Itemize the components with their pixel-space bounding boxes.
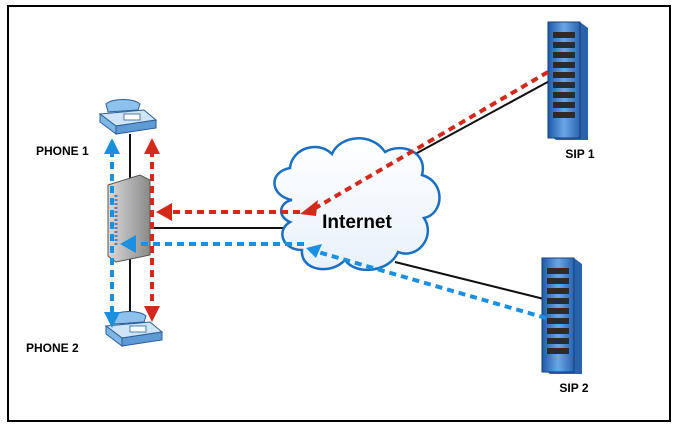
cloud-icon (273, 137, 441, 272)
red-arrowhead-up (144, 138, 160, 154)
red-arrowhead-down (144, 306, 160, 322)
blue-arrowhead-internet (306, 244, 322, 258)
red-arrowhead-internet (300, 200, 318, 216)
red-arrowhead-device (156, 203, 172, 221)
phone1-label: PHONE 1 (36, 144, 89, 158)
internet-sip2-line (394, 261, 549, 301)
blue-call-path (110, 150, 547, 320)
blue-arrowhead-device (120, 235, 136, 253)
blue-arrowheads (104, 138, 322, 328)
blue-sip2-internet-line (317, 250, 547, 320)
router-device-icon (107, 174, 151, 263)
red-sip1-internet-line (310, 70, 550, 212)
phone2-icon (104, 311, 164, 347)
red-arrowheads (144, 138, 318, 322)
phone2-label: PHONE 2 (26, 341, 79, 355)
phone1-icon (98, 99, 158, 135)
sip1-server-icon (547, 21, 588, 140)
internet-label: Internet (322, 212, 392, 233)
sip2-label: SIP 2 (559, 381, 588, 395)
blue-arrowhead-down (104, 312, 120, 328)
red-call-path (150, 70, 550, 312)
internet-sip1-line (394, 77, 556, 166)
blue-arrowhead-up (104, 138, 120, 154)
sip2-server-icon (541, 257, 582, 374)
sip1-label: SIP 1 (565, 147, 594, 161)
